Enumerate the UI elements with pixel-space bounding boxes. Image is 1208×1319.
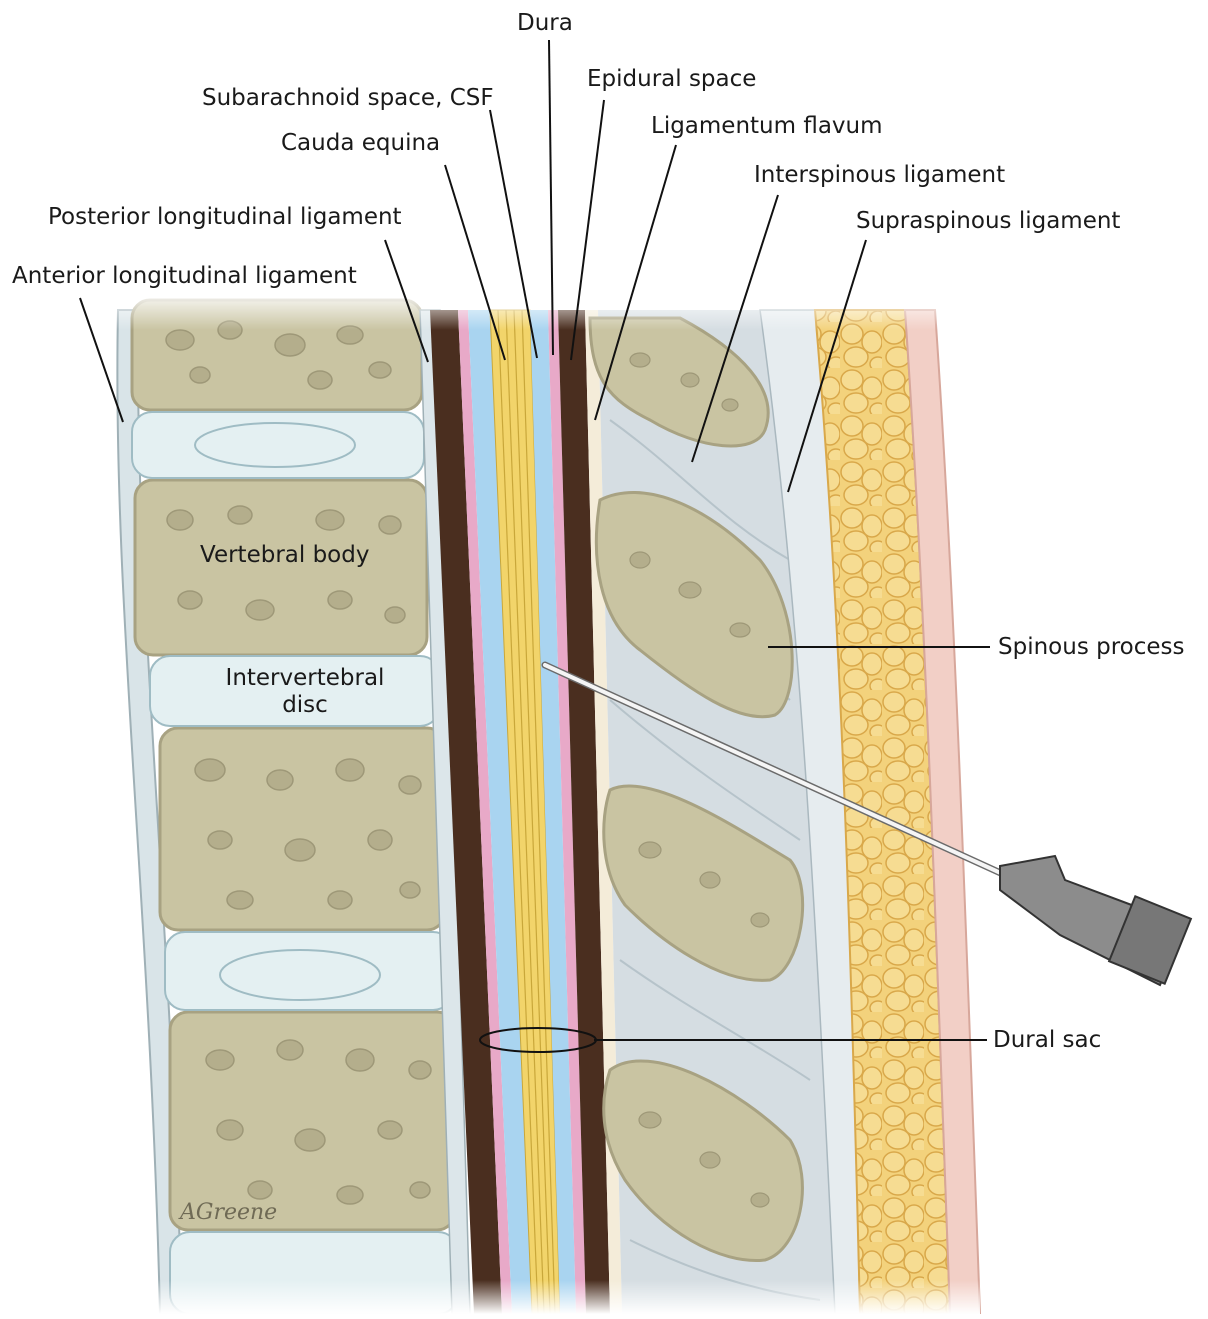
label-intervertebral-disc-line2: disc xyxy=(200,692,410,718)
label-interspinous-ligament: Interspinous ligament xyxy=(754,162,1005,188)
label-ligamentum-flavum: Ligamentum flavum xyxy=(651,113,883,139)
artist-signature: AGreene xyxy=(180,1200,277,1225)
label-spinous-process: Spinous process xyxy=(998,634,1185,660)
label-vertebral-body: Vertebral body xyxy=(200,542,369,568)
label-intervertebral-disc-line1: Intervertebral xyxy=(200,665,410,691)
label-dura: Dura xyxy=(517,10,573,36)
label-posterior-longitudinal-ligament: Posterior longitudinal ligament xyxy=(48,204,402,230)
label-anterior-longitudinal-ligament: Anterior longitudinal ligament xyxy=(12,263,357,289)
label-epidural-space: Epidural space xyxy=(587,66,756,92)
label-supraspinous-ligament: Supraspinous ligament xyxy=(856,208,1120,234)
label-subarachnoid-space: Subarachnoid space, CSF xyxy=(202,85,494,111)
label-cauda-equina: Cauda equina xyxy=(281,130,440,156)
label-dural-sac: Dural sac xyxy=(993,1027,1101,1053)
